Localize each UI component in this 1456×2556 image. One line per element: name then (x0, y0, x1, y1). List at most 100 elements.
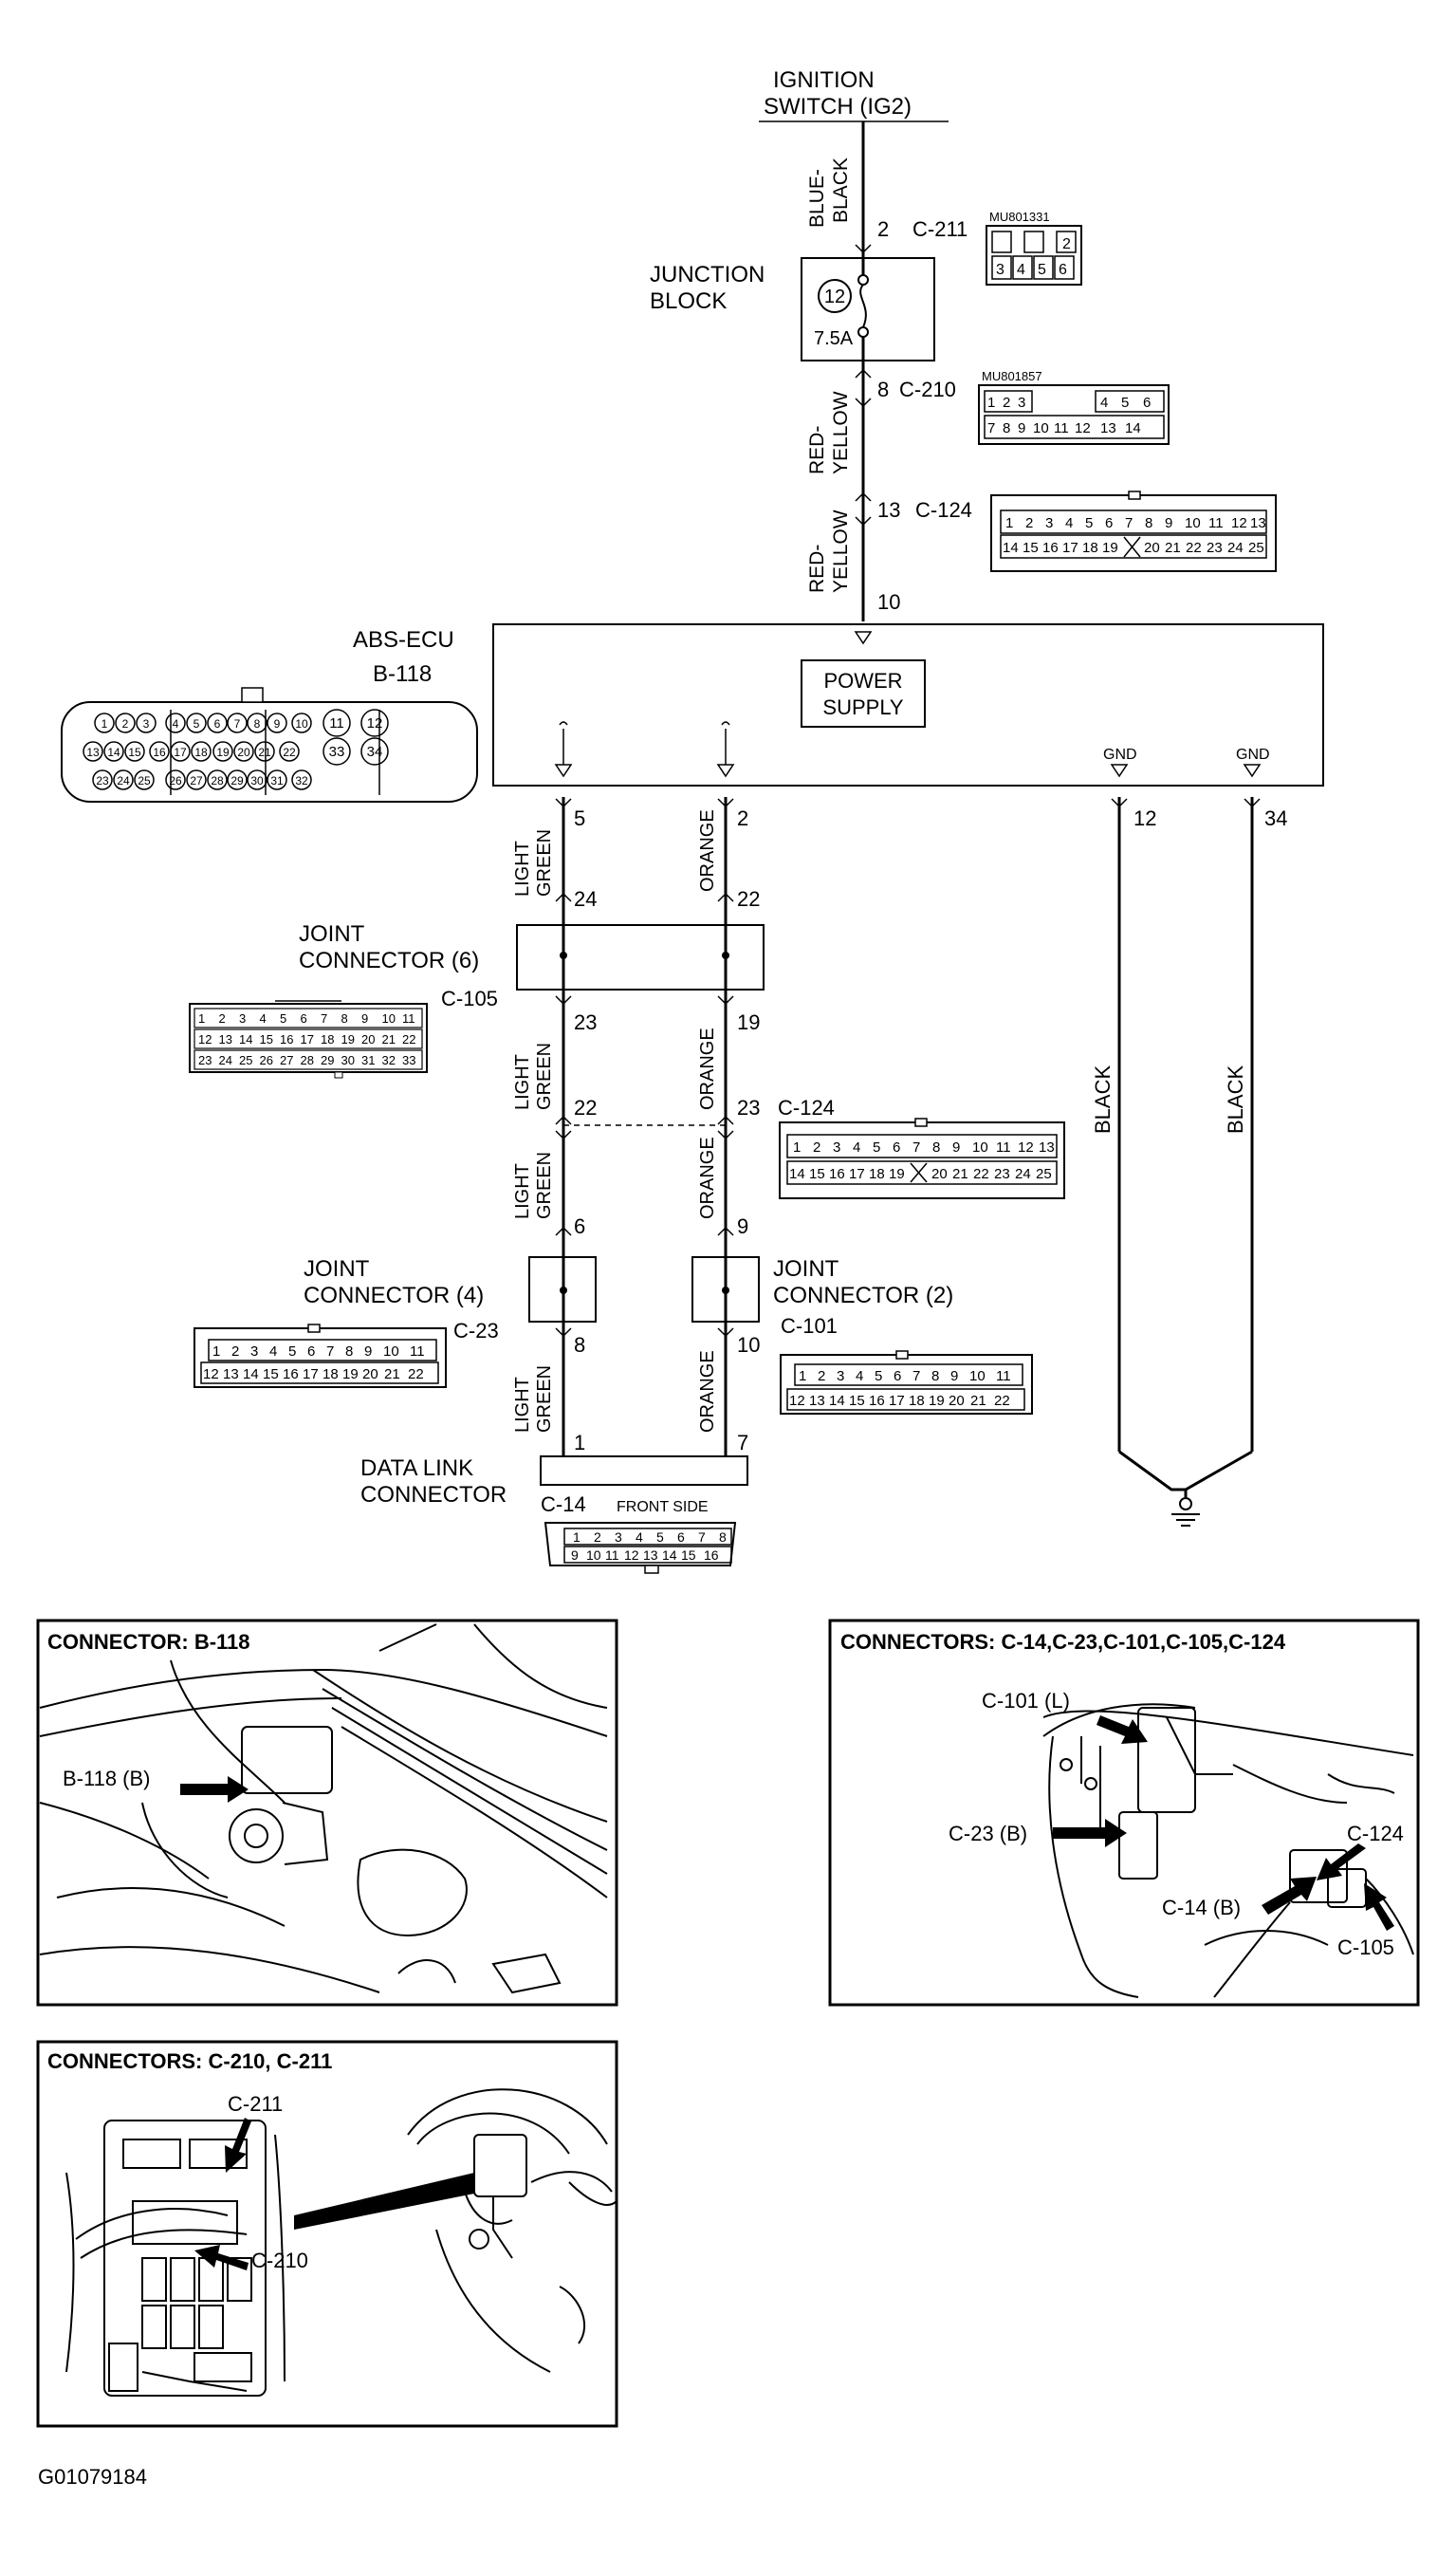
power-supply-label-1: POWER (823, 669, 902, 693)
svg-text:5: 5 (656, 1529, 664, 1545)
svg-text:21: 21 (1165, 540, 1181, 556)
b-118-pin (279, 741, 300, 762)
c-105-pin-number: 24 (219, 1053, 232, 1067)
svg-text:12: 12 (203, 1366, 219, 1382)
b-118-pin (207, 713, 228, 733)
svg-text:4: 4 (636, 1529, 643, 1545)
svg-text:14: 14 (1003, 540, 1019, 556)
b-118-pin (124, 741, 145, 762)
svg-text:9: 9 (364, 1343, 372, 1360)
lg-label-light-1: LIGHT (512, 841, 533, 897)
svg-text:16: 16 (1042, 540, 1059, 556)
photo-c101-label: C-101 (L) (982, 1689, 1070, 1713)
svg-text:8: 8 (1145, 515, 1152, 531)
svg-text:20: 20 (1144, 540, 1160, 556)
svg-text:1: 1 (799, 1368, 806, 1384)
b-118-pin-number: 18 (194, 746, 208, 759)
b-118-pin-number: 24 (117, 774, 130, 787)
jc2-label-2: CONNECTOR (2) (773, 1283, 953, 1308)
svg-text:12: 12 (1075, 420, 1091, 436)
svg-text:2: 2 (1025, 515, 1033, 531)
svg-text:15: 15 (849, 1393, 865, 1409)
b-118-pin-number: 15 (128, 746, 141, 759)
photo-b-118: CONNECTOR: B-118 B-118 (B) (36, 1619, 618, 2007)
lg-label-green-4: GREEN (534, 1365, 555, 1433)
c-105-pin-number: 33 (402, 1053, 415, 1067)
pin-23b: 23 (737, 1096, 760, 1120)
svg-text:6: 6 (307, 1343, 315, 1360)
junction-label-1: JUNCTION (650, 262, 765, 287)
svg-text:16: 16 (704, 1547, 719, 1563)
wire-label-yellow-1: YELLOW (830, 391, 852, 474)
b-118-pin (149, 741, 170, 762)
svg-text:13: 13 (643, 1547, 658, 1563)
pin-24: 24 (574, 887, 597, 911)
b-118-pin (291, 713, 312, 733)
svg-text:4: 4 (856, 1368, 863, 1384)
b-118-pin (267, 713, 287, 733)
svg-text:10: 10 (1033, 420, 1049, 436)
b-118-pin (254, 741, 275, 762)
b-118-pin-number: 30 (250, 774, 264, 787)
b-118-pin-number: 27 (190, 774, 203, 787)
dlc-label-1: DATA LINK (360, 1455, 473, 1481)
fuse-number-circle (818, 279, 852, 313)
svg-text:3: 3 (837, 1368, 844, 1384)
figure-code: G01079184 (38, 2465, 147, 2489)
c-211-connector-face: 2 3 4 5 6 (986, 225, 1082, 286)
orange-label-1: ORANGE (697, 809, 718, 892)
svg-text:13: 13 (1100, 420, 1116, 436)
svg-text:11: 11 (410, 1343, 425, 1360)
svg-text:9: 9 (952, 1139, 960, 1156)
b-118-pin (103, 741, 124, 762)
pin-9: 9 (737, 1214, 748, 1238)
b-118-pin (267, 769, 287, 790)
fuse-rating: 7.5A (814, 328, 854, 349)
c-105-pin-number: 19 (341, 1032, 355, 1046)
svg-text:3: 3 (833, 1139, 840, 1156)
fuse-icon (859, 284, 867, 328)
junction-label-2: BLOCK (650, 288, 727, 314)
c-105-pin-number: 25 (239, 1053, 252, 1067)
svg-text:1: 1 (573, 1529, 581, 1545)
b-118-pin (247, 713, 267, 733)
c-105-pin-number: 6 (301, 1011, 307, 1026)
orange-label-2: ORANGE (697, 1028, 718, 1110)
b-118-pin-number: 5 (194, 717, 200, 731)
svg-text:15: 15 (681, 1547, 696, 1563)
ground-icon (1171, 1497, 1200, 1527)
c-14-label: C-14 (541, 1492, 586, 1516)
black-wire-label-1: BLACK (1091, 1065, 1115, 1134)
pin-7: 7 (737, 1431, 748, 1454)
b-118-pin (212, 741, 233, 762)
gnd-label-2: GND (1236, 747, 1270, 763)
c-23-label: C-23 (453, 1319, 499, 1343)
svg-text:11: 11 (996, 1139, 1011, 1156)
photo-c211-label: C-211 (228, 2092, 283, 2116)
svg-text:10: 10 (586, 1547, 601, 1563)
svg-text:13: 13 (1250, 515, 1266, 531)
pin-1: 1 (574, 1431, 585, 1454)
svg-text:19: 19 (889, 1166, 905, 1182)
c-105-pin-row (194, 1008, 423, 1028)
svg-text:8: 8 (1003, 420, 1010, 436)
pin-8-label: 8 (877, 378, 889, 401)
orange-label-4: ORANGE (697, 1350, 718, 1433)
svg-text:1: 1 (793, 1139, 801, 1156)
svg-text:17: 17 (889, 1393, 905, 1409)
photo-c-210-211-title: CONNECTORS: C-210, C-211 (47, 2049, 332, 2073)
power-supply-box (801, 659, 926, 728)
wire-label-black: BLACK (830, 157, 852, 223)
jc6-label-1: JOINT (299, 921, 365, 947)
svg-text:24: 24 (1227, 540, 1244, 556)
b-118-pin (323, 709, 351, 737)
svg-text:22: 22 (1186, 540, 1202, 556)
photo-c14-label: C-14 (B) (1162, 1896, 1241, 1919)
b-118-pin (291, 769, 312, 790)
b-118-pin-number: 8 (254, 717, 261, 731)
c-105-pin-number: 30 (341, 1053, 355, 1067)
gnd-label-1: GND (1103, 747, 1137, 763)
